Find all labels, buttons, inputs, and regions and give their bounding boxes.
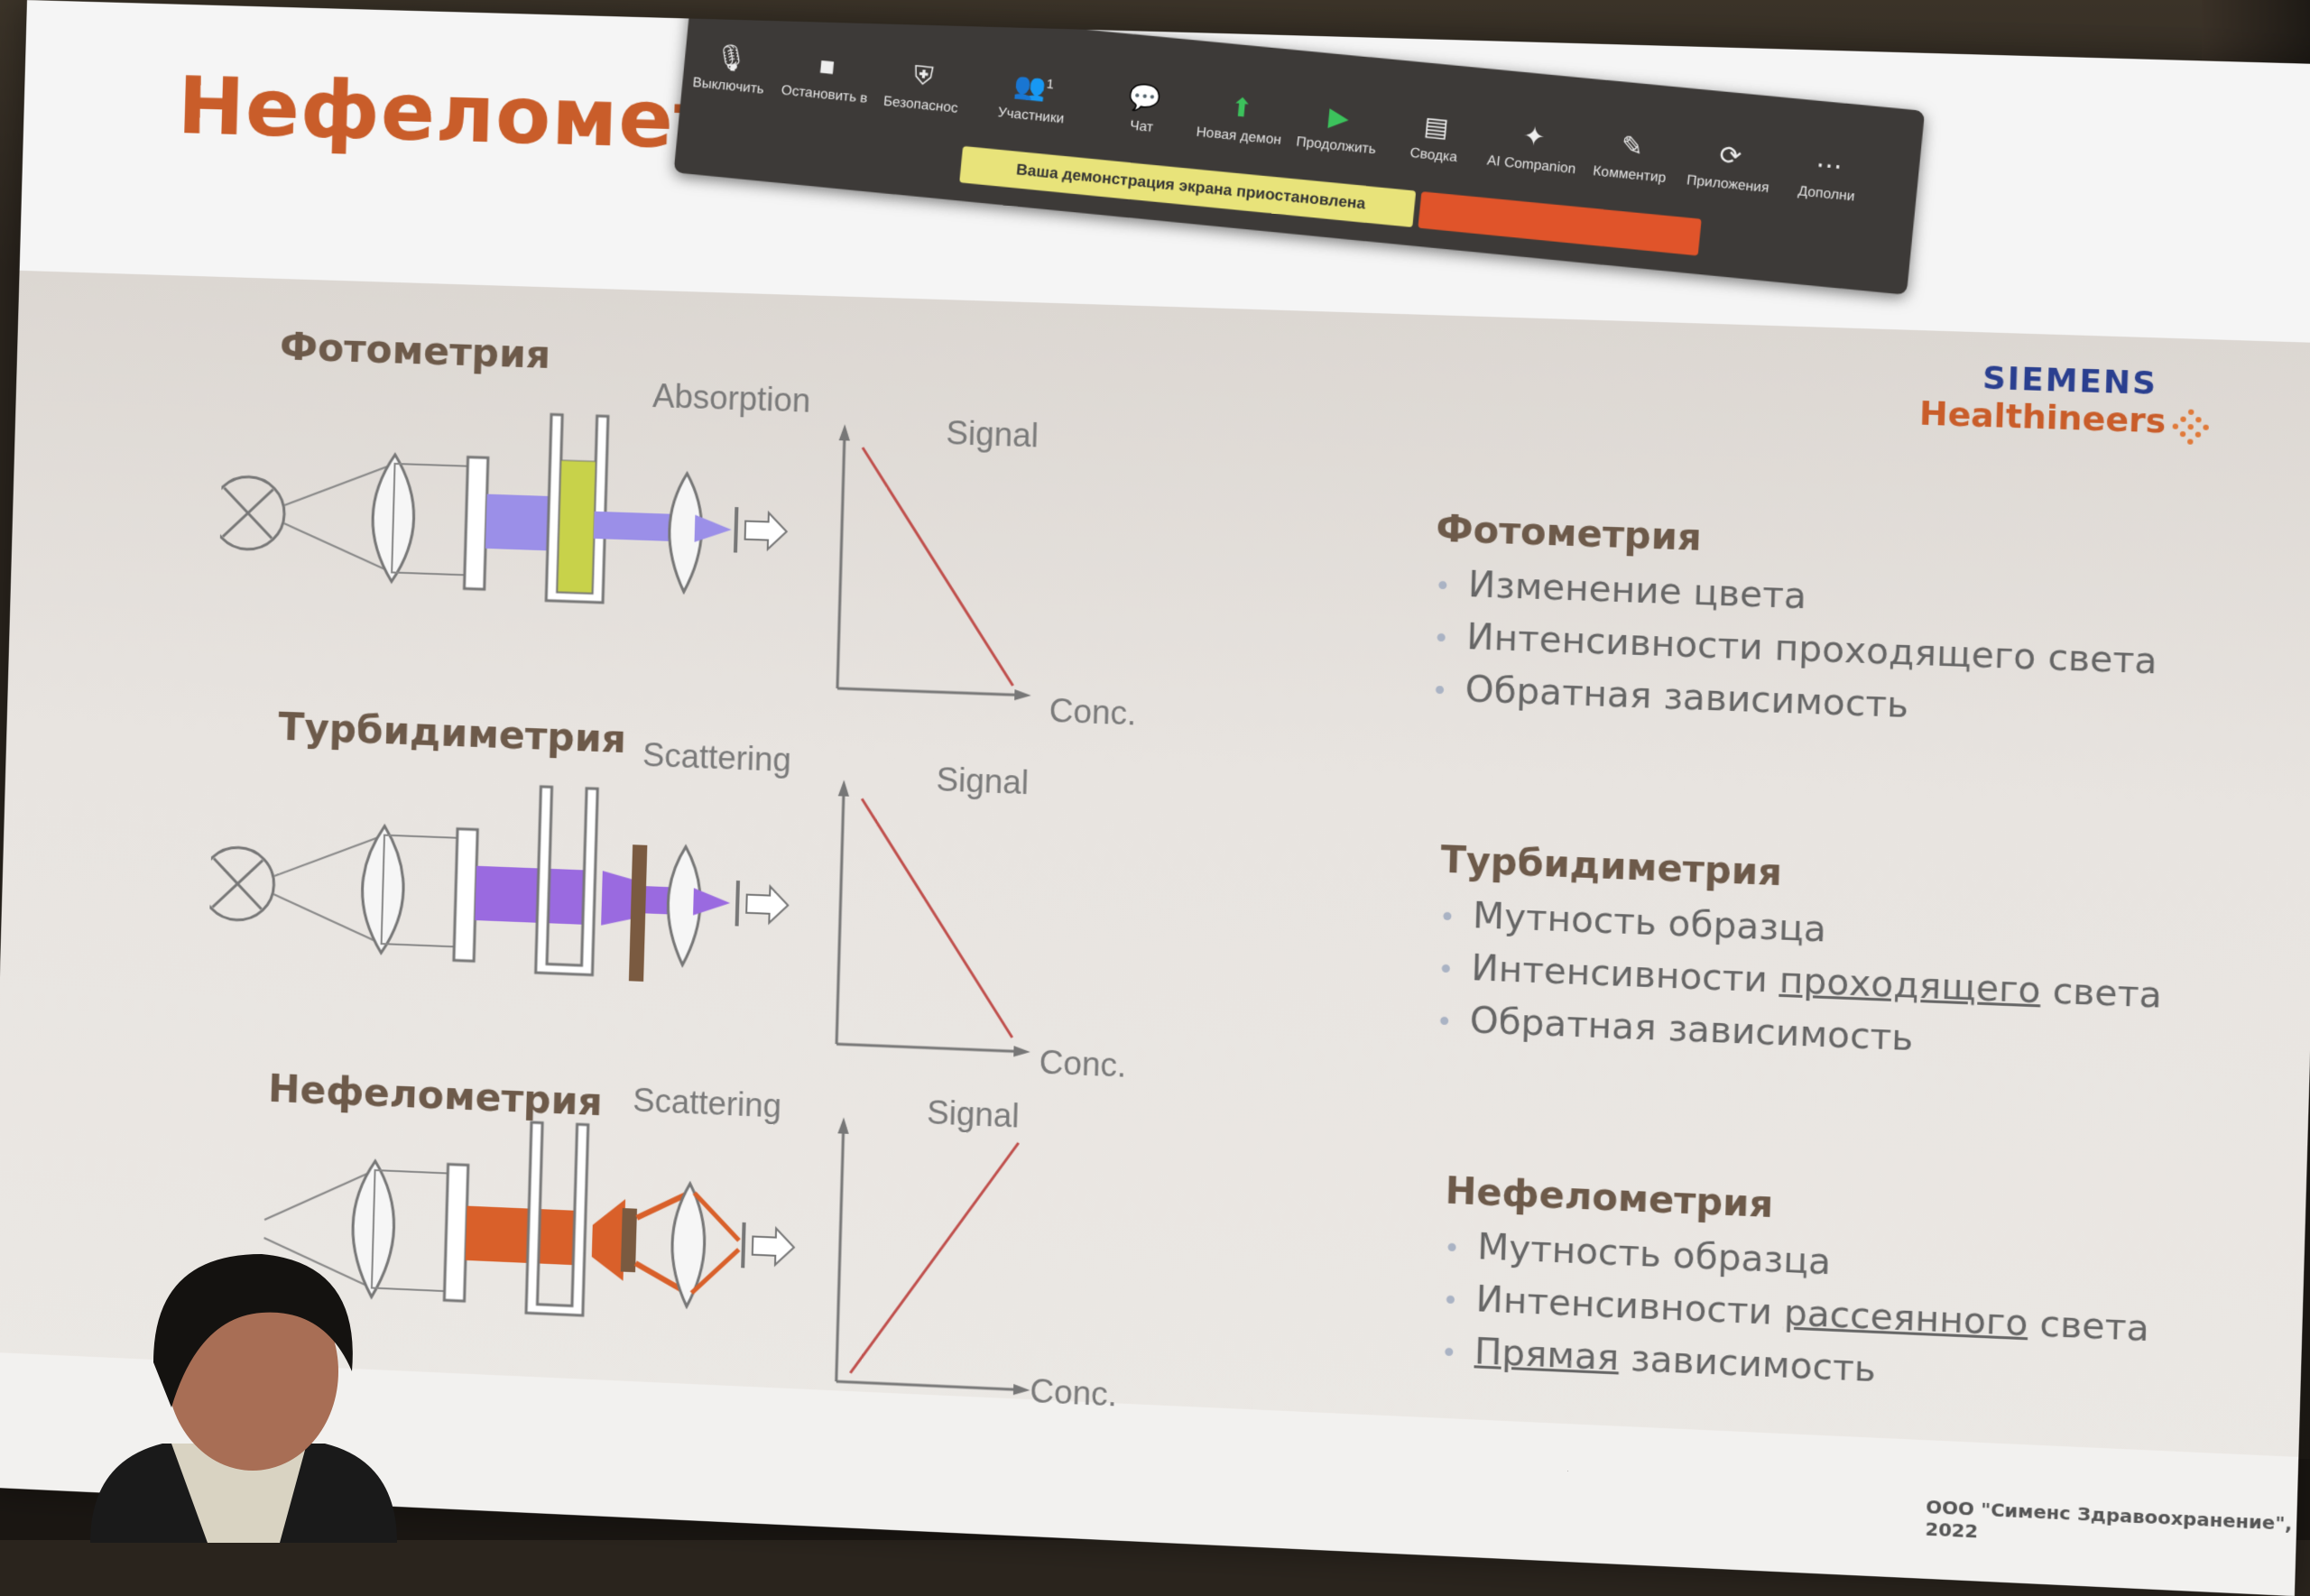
button-label: Чат <box>1129 117 1154 136</box>
item-text-underlined: Прямая <box>1474 1331 1620 1379</box>
button-label: Остановить в <box>781 82 869 106</box>
pencil-icon: ✎ <box>1620 130 1645 161</box>
document-icon: ▤ <box>1422 111 1451 143</box>
sparkle-icon: ✦ <box>1521 121 1548 152</box>
shield-icon: ⛨ <box>912 60 935 91</box>
logo-line-2: Healthineers <box>1918 394 2167 441</box>
item-text: Мутность образца <box>1472 895 1827 951</box>
bullet-icon: • <box>1443 1232 1461 1266</box>
button-label: Сводка <box>1409 144 1458 166</box>
button-label: Безопаснос <box>882 93 959 116</box>
bullet-icon: • <box>1434 570 1452 604</box>
button-label: Новая демон <box>1195 124 1282 148</box>
presenter-person <box>90 1254 397 1543</box>
bullet-icon: • <box>1437 954 1455 987</box>
button-label: Продолжить <box>1295 134 1377 158</box>
share-screen-icon: ⬆ <box>1229 92 1254 124</box>
chat-icon: 💬 <box>1126 82 1162 115</box>
resume-share-button[interactable]: ▶Продолжить <box>1289 97 1387 158</box>
item-text: Изменение цвета <box>1467 564 1807 618</box>
button-label: Комментир <box>1592 162 1668 186</box>
item-text: Интенсивности <box>1474 1278 1785 1334</box>
new-share-button[interactable]: ⬆Новая демон <box>1192 88 1289 149</box>
item-text: Обратная зависимость <box>1465 669 1909 727</box>
item-text-underlined: рассеянного <box>1783 1292 2029 1345</box>
summary-button[interactable]: ▤Сводка <box>1386 107 1484 168</box>
explanation-nephelometry: Нефелометрия •Мутность образца •Интенсив… <box>1440 1170 2153 1414</box>
item-text-underlined: проходящего <box>1779 959 2042 1012</box>
turbidimetry-diagram <box>206 780 1030 1058</box>
stop-share-button[interactable] <box>1418 191 1702 256</box>
more-icon: ⋯ <box>1814 150 1844 181</box>
button-label: Участники <box>997 104 1066 127</box>
logo-line-1: SIEMENS <box>1982 360 2158 403</box>
participants-count: 1 <box>1046 76 1055 92</box>
apps-icon: ⟳ <box>1718 140 1743 171</box>
button-label: Дополни <box>1797 183 1856 205</box>
annotate-button[interactable]: ✎Комментир <box>1582 126 1680 187</box>
microphone-icon: 🎙 <box>713 42 749 74</box>
bullet-icon: • <box>1430 675 1449 708</box>
security-button[interactable]: ⛨Безопаснос <box>874 57 971 116</box>
more-button[interactable]: ⋯Дополни <box>1779 145 1878 206</box>
photometry-diagram <box>216 394 1031 701</box>
item-text-post: света <box>2027 1303 2150 1351</box>
bullet-icon: • <box>1438 901 1456 935</box>
siemens-healthineers-logo: SIEMENS Healthineers <box>1918 360 2225 470</box>
video-camera-icon: ■ <box>818 51 836 81</box>
stop-video-button[interactable]: ■Остановить в <box>778 48 874 106</box>
item-text: Обратная зависимость <box>1469 1000 1915 1060</box>
chat-button[interactable]: 💬 Чат <box>1095 78 1192 139</box>
play-icon: ▶ <box>1327 102 1351 133</box>
bullet-icon: • <box>1441 1285 1460 1318</box>
item-text-post: света <box>2039 970 2163 1017</box>
diagram-label-photometry: Фотометрия <box>279 324 551 378</box>
explanation-photometry: Фотометрия •Изменение цвета •Интенсивнос… <box>1430 508 2160 746</box>
logo-dots-icon <box>2172 409 2209 445</box>
item-text-post: зависимость <box>1618 1337 1877 1391</box>
ai-companion-button[interactable]: ✦AI Companion <box>1484 116 1583 177</box>
button-label: Выключить <box>691 74 765 97</box>
participants-icon: 👥1 <box>1012 71 1055 103</box>
bullet-icon: • <box>1440 1337 1458 1370</box>
explanation-turbidimetry: Турбидиметрия •Мутность образца •Интенси… <box>1436 839 2166 1081</box>
mute-button[interactable]: 🎙Выключить <box>682 39 779 98</box>
apps-button[interactable]: ⟳Приложения <box>1680 136 1779 197</box>
button-label: AI Companion <box>1486 152 1577 178</box>
item-text: Мутность образца <box>1476 1226 1832 1284</box>
bullet-icon: • <box>1432 623 1450 656</box>
item-text: Интенсивности <box>1470 947 1780 1001</box>
nephelometry-diagram <box>197 1082 1030 1397</box>
bullet-icon: • <box>1435 1006 1454 1039</box>
button-label: Приложения <box>1686 171 1770 197</box>
